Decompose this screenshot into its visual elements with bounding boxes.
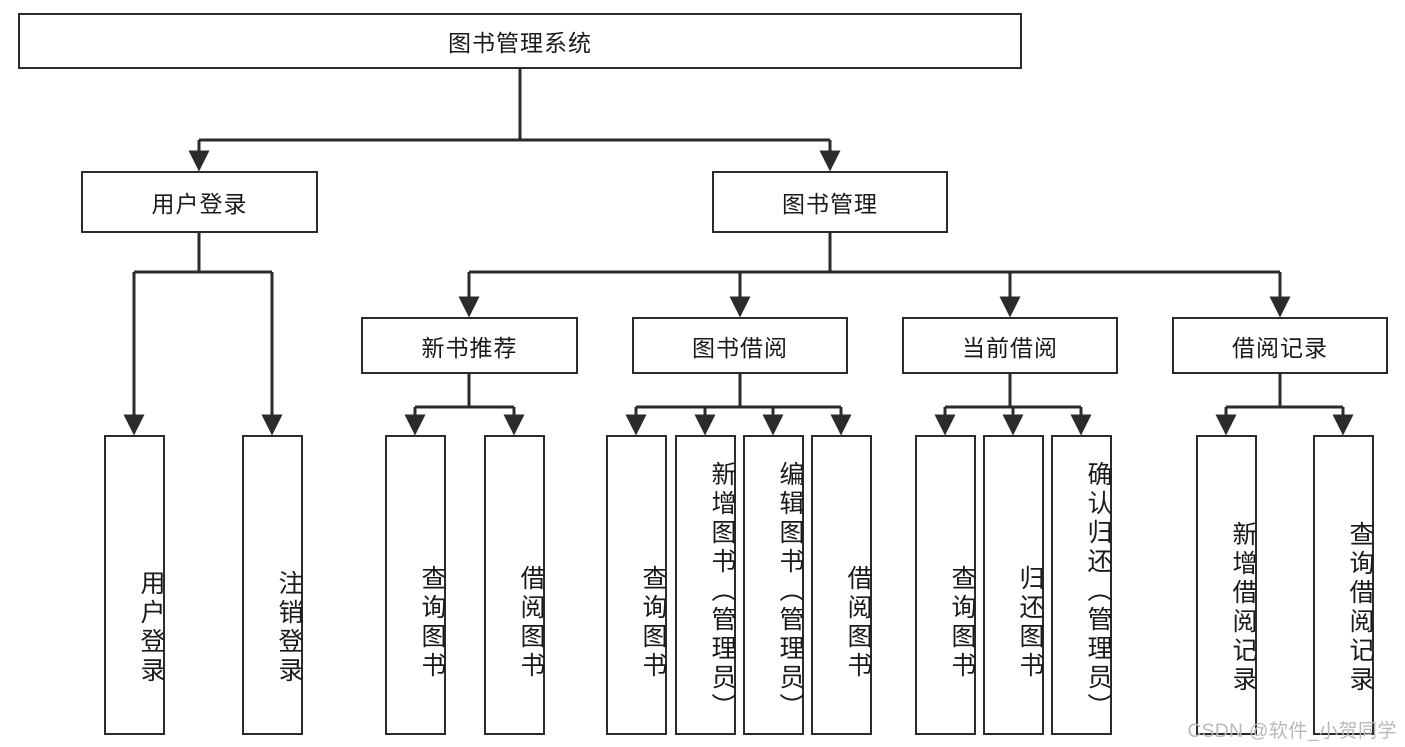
node-leaf-query-book-rec[interactable]: 查询图书 bbox=[385, 435, 446, 735]
node-current-borrow[interactable]: 当前借阅 bbox=[902, 317, 1118, 374]
watermark: CSDN @软件_小贺同学 bbox=[1187, 721, 1397, 742]
node-borrow-record-label: 借阅记录 bbox=[1232, 334, 1328, 361]
node-leaf-confirm-return-label: 确认归还（管理员） bbox=[1084, 460, 1112, 722]
node-leaf-query-book-borrow-label: 查询图书 bbox=[639, 564, 667, 681]
node-root[interactable]: 图书管理系统 bbox=[18, 13, 1022, 69]
node-leaf-borrow-book-rec-label: 借阅图书 bbox=[517, 564, 545, 681]
node-leaf-query-book-current[interactable]: 查询图书 bbox=[915, 435, 976, 735]
node-leaf-return-book-label: 归还图书 bbox=[1016, 564, 1044, 681]
node-leaf-logout-label: 注销登录 bbox=[275, 569, 303, 686]
node-leaf-user-login[interactable]: 用户登录 bbox=[104, 435, 165, 735]
node-leaf-user-login-label: 用户登录 bbox=[137, 569, 165, 686]
node-leaf-query-book-current-label: 查询图书 bbox=[948, 564, 976, 681]
node-user-login-label: 用户登录 bbox=[151, 191, 248, 217]
node-new-book-rec-label: 新书推荐 bbox=[421, 334, 518, 361]
node-leaf-query-record[interactable]: 查询借阅记录 bbox=[1313, 435, 1374, 735]
node-leaf-add-record-label: 新增借阅记录 bbox=[1229, 520, 1257, 695]
node-leaf-add-book-label: 新增图书（管理员） bbox=[708, 460, 736, 722]
node-leaf-borrow-book-rec[interactable]: 借阅图书 bbox=[484, 435, 545, 735]
node-borrow-record[interactable]: 借阅记录 bbox=[1172, 317, 1388, 374]
node-leaf-query-book-borrow[interactable]: 查询图书 bbox=[606, 435, 667, 735]
node-book-manage[interactable]: 图书管理 bbox=[712, 171, 948, 233]
node-leaf-confirm-return[interactable]: 确认归还（管理员） bbox=[1051, 435, 1112, 735]
node-leaf-edit-book-label: 编辑图书（管理员） bbox=[776, 460, 804, 722]
node-leaf-borrow-book-label: 借阅图书 bbox=[844, 564, 872, 681]
node-leaf-logout[interactable]: 注销登录 bbox=[242, 435, 303, 735]
node-root-label: 图书管理系统 bbox=[448, 30, 592, 56]
node-book-borrow[interactable]: 图书借阅 bbox=[632, 317, 848, 374]
node-current-borrow-label: 当前借阅 bbox=[962, 334, 1058, 361]
node-leaf-add-book[interactable]: 新增图书（管理员） bbox=[675, 435, 736, 735]
node-leaf-add-record[interactable]: 新增借阅记录 bbox=[1196, 435, 1257, 735]
node-leaf-query-record-label: 查询借阅记录 bbox=[1346, 520, 1374, 695]
node-leaf-query-book-rec-label: 查询图书 bbox=[418, 564, 446, 681]
node-leaf-borrow-book[interactable]: 借阅图书 bbox=[811, 435, 872, 735]
node-leaf-edit-book[interactable]: 编辑图书（管理员） bbox=[743, 435, 804, 735]
node-book-borrow-label: 图书借阅 bbox=[692, 334, 788, 361]
node-leaf-return-book[interactable]: 归还图书 bbox=[983, 435, 1044, 735]
node-book-manage-label: 图书管理 bbox=[782, 191, 878, 217]
node-user-login[interactable]: 用户登录 bbox=[81, 171, 318, 233]
node-new-book-rec[interactable]: 新书推荐 bbox=[361, 317, 578, 374]
